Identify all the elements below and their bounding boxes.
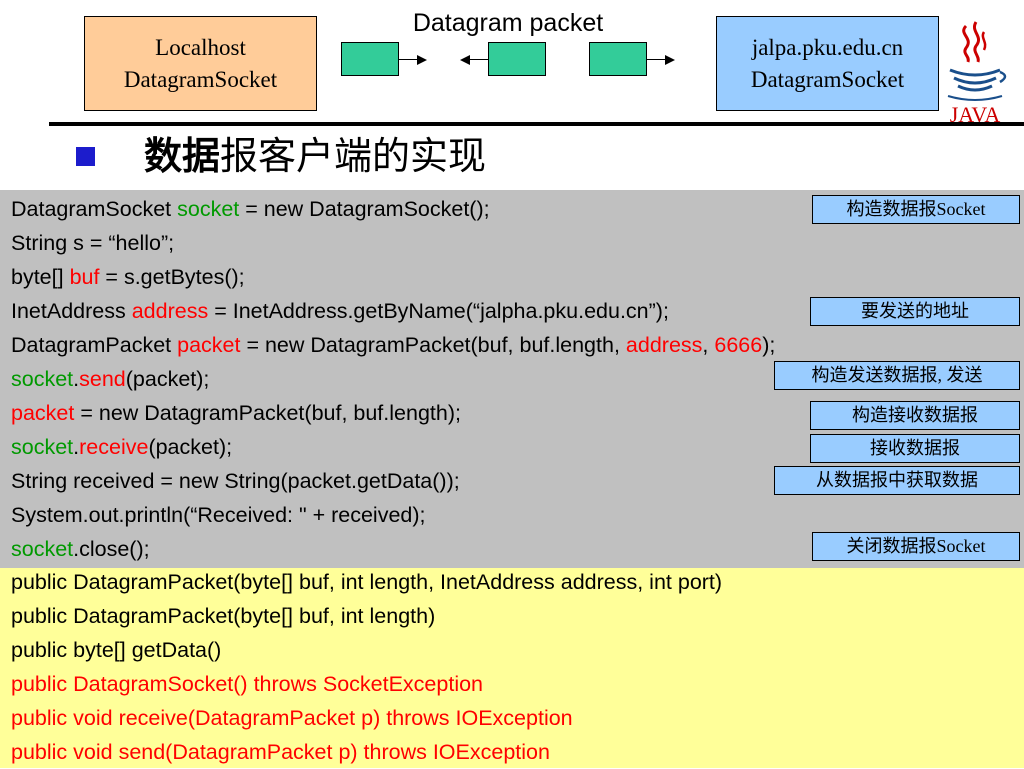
- code-token: );: [762, 333, 776, 357]
- code-token: packet: [177, 333, 241, 357]
- code-token: byte[]: [11, 265, 70, 289]
- slide-title-bold: 数据: [144, 134, 221, 178]
- code-line: String received = new String(packet.getD…: [11, 464, 460, 498]
- code-line: socket.close();: [11, 532, 150, 566]
- code-token: = InetAddress.getByName(“jalpha.pku.edu.…: [208, 299, 669, 323]
- arrow-right-1-head: [417, 55, 427, 65]
- title-divider: [49, 122, 1024, 126]
- api-reference-panel: [0, 568, 1024, 768]
- code-line: System.out.println(“Received: " + receiv…: [11, 498, 426, 532]
- code-token: address: [625, 333, 703, 357]
- code-token: InetAddress: [11, 299, 132, 323]
- java-logo-icon: JAVA: [947, 21, 1007, 127]
- code-token: String received = new String(packet.getD…: [11, 469, 460, 493]
- note-get-data: 从数据报中获取数据: [774, 466, 1020, 495]
- code-token: = new DatagramPacket(buf, buf.length);: [74, 401, 461, 425]
- remote-box-line2: DatagramSocket: [750, 66, 905, 92]
- code-line: DatagramPacket packet = new DatagramPack…: [11, 328, 775, 362]
- code-line: String s = “hello”;: [11, 226, 174, 260]
- arrow-left: [470, 59, 488, 60]
- localhost-box-line2: DatagramSocket: [123, 66, 278, 92]
- api-signature: public void send(DatagramPacket p) throw…: [11, 740, 550, 764]
- slide-title: 数据报客户端的实现: [144, 130, 486, 182]
- api-signature: public DatagramPacket(byte[] buf, int le…: [11, 570, 723, 594]
- code-token: send: [79, 367, 126, 391]
- arrow-right-1: [399, 59, 419, 60]
- datagram-packet-3: [589, 42, 647, 76]
- code-token: packet: [11, 401, 75, 425]
- code-token: String s = “hello”;: [11, 231, 175, 255]
- arrow-right-2: [647, 59, 667, 60]
- datagram-packet-label: Datagram packet: [412, 9, 604, 37]
- code-token: address: [131, 299, 209, 323]
- code-token: DatagramSocket: [11, 197, 178, 221]
- code-token: System.out.println(“Received: " + receiv…: [11, 503, 426, 527]
- title-bullet-icon: [76, 147, 95, 166]
- api-signature: public void receive(DatagramPacket p) th…: [11, 706, 573, 730]
- code-token: = new DatagramSocket();: [239, 197, 490, 221]
- code-token: .close();: [73, 537, 150, 561]
- code-token: = s.getBytes();: [99, 265, 245, 289]
- code-token: receive: [79, 435, 149, 459]
- code-token: ,: [702, 333, 715, 357]
- note-send-packet: 构造发送数据报, 发送: [774, 361, 1020, 390]
- localhost-socket-box: Localhost DatagramSocket: [84, 16, 317, 111]
- code-line: socket.receive(packet);: [11, 430, 232, 464]
- code-token: buf: [69, 265, 100, 289]
- code-token: DatagramPacket: [11, 333, 178, 357]
- code-token: 6666: [714, 333, 763, 357]
- code-token: socket: [177, 197, 240, 221]
- code-token: socket: [11, 435, 74, 459]
- remote-box-line1: jalpa.pku.edu.cn: [751, 34, 904, 60]
- datagram-packet-2: [488, 42, 546, 76]
- code-token: (packet);: [125, 367, 210, 391]
- note-close-socket: 关闭数据报Socket: [812, 532, 1020, 561]
- code-token: socket: [11, 367, 74, 391]
- code-token: = new DatagramPacket(buf, buf.length,: [240, 333, 626, 357]
- note-construct-socket: 构造数据报Socket: [812, 195, 1020, 224]
- api-signature: public DatagramPacket(byte[] buf, int le…: [11, 604, 436, 628]
- arrow-right-2-head: [665, 55, 675, 65]
- code-line: byte[] buf = s.getBytes();: [11, 260, 245, 294]
- code-line: socket.send(packet);: [11, 362, 209, 396]
- api-signature: public DatagramSocket() throws SocketExc…: [11, 672, 484, 696]
- note-construct-receive-packet: 构造接收数据报: [810, 401, 1020, 430]
- datagram-packet-1: [341, 42, 399, 76]
- slide-title-rest: 报客户端的实现: [220, 134, 487, 178]
- code-line: packet = new DatagramPacket(buf, buf.len…: [11, 396, 461, 430]
- arrow-left-head: [460, 55, 470, 65]
- code-line: DatagramSocket socket = new DatagramSock…: [11, 192, 490, 226]
- code-token: (packet);: [148, 435, 233, 459]
- localhost-box-line1: Localhost: [155, 34, 246, 60]
- api-signature: public byte[] getData(): [11, 638, 222, 662]
- code-token: socket: [11, 537, 74, 561]
- note-receive-packet: 接收数据报: [810, 434, 1020, 463]
- code-token: .: [73, 367, 80, 391]
- code-line: InetAddress address = InetAddress.getByN…: [11, 294, 669, 328]
- code-token: .: [73, 435, 80, 459]
- remote-socket-box: jalpa.pku.edu.cn DatagramSocket: [716, 16, 939, 111]
- note-target-address: 要发送的地址: [810, 297, 1020, 326]
